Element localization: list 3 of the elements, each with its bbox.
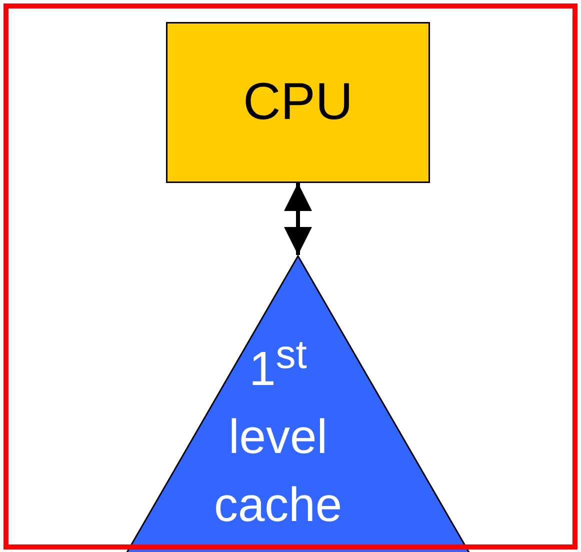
cache-label: 1$^{st}$ level cache bbox=[212, 332, 344, 534]
double-arrow bbox=[284, 183, 312, 255]
cpu-label: CPU bbox=[242, 72, 354, 133]
